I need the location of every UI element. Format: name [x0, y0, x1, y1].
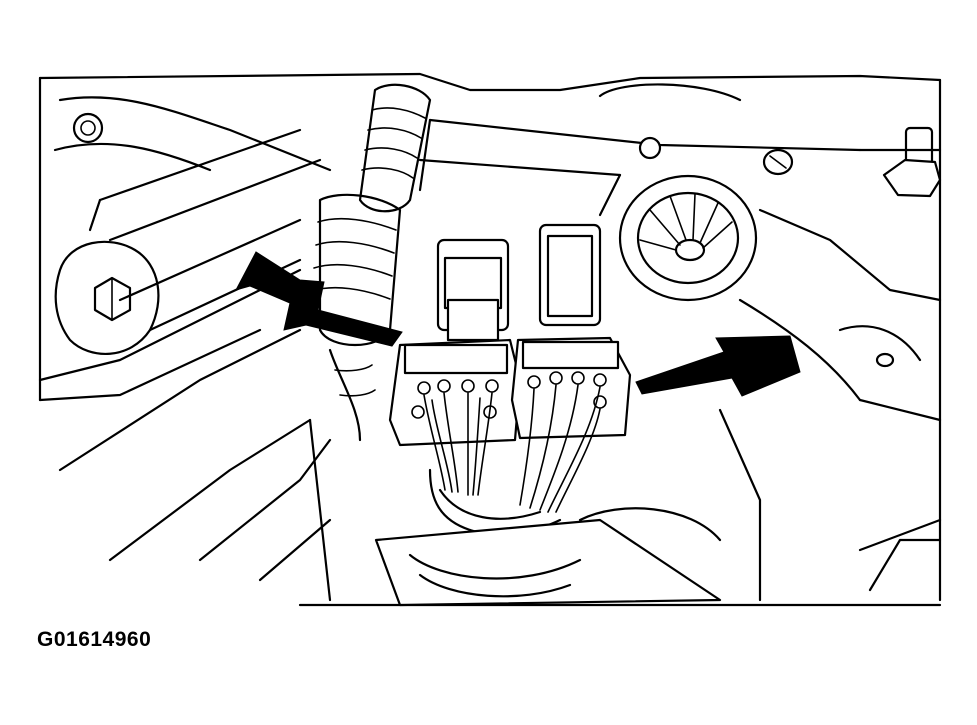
arrow-right-connector: [635, 335, 801, 397]
right-bolt-small: [762, 148, 794, 176]
right-bolt-upper: [858, 126, 942, 198]
arrow-left-connector: [235, 251, 403, 347]
left-bracket: [38, 218, 302, 402]
corrugated-hose-upper: [358, 83, 432, 213]
connector-right: [510, 223, 632, 513]
cross-member: [418, 83, 862, 217]
corrugated-hose-lower: [311, 193, 402, 442]
bottom-bracket: [374, 518, 722, 607]
left-strut: [53, 96, 332, 242]
left-lower-structure: [58, 328, 332, 602]
right-housing: [578, 208, 942, 602]
figure-id-label: G01614960: [37, 628, 152, 651]
connector-left: [388, 238, 522, 496]
grommet-funnel: [618, 174, 758, 302]
